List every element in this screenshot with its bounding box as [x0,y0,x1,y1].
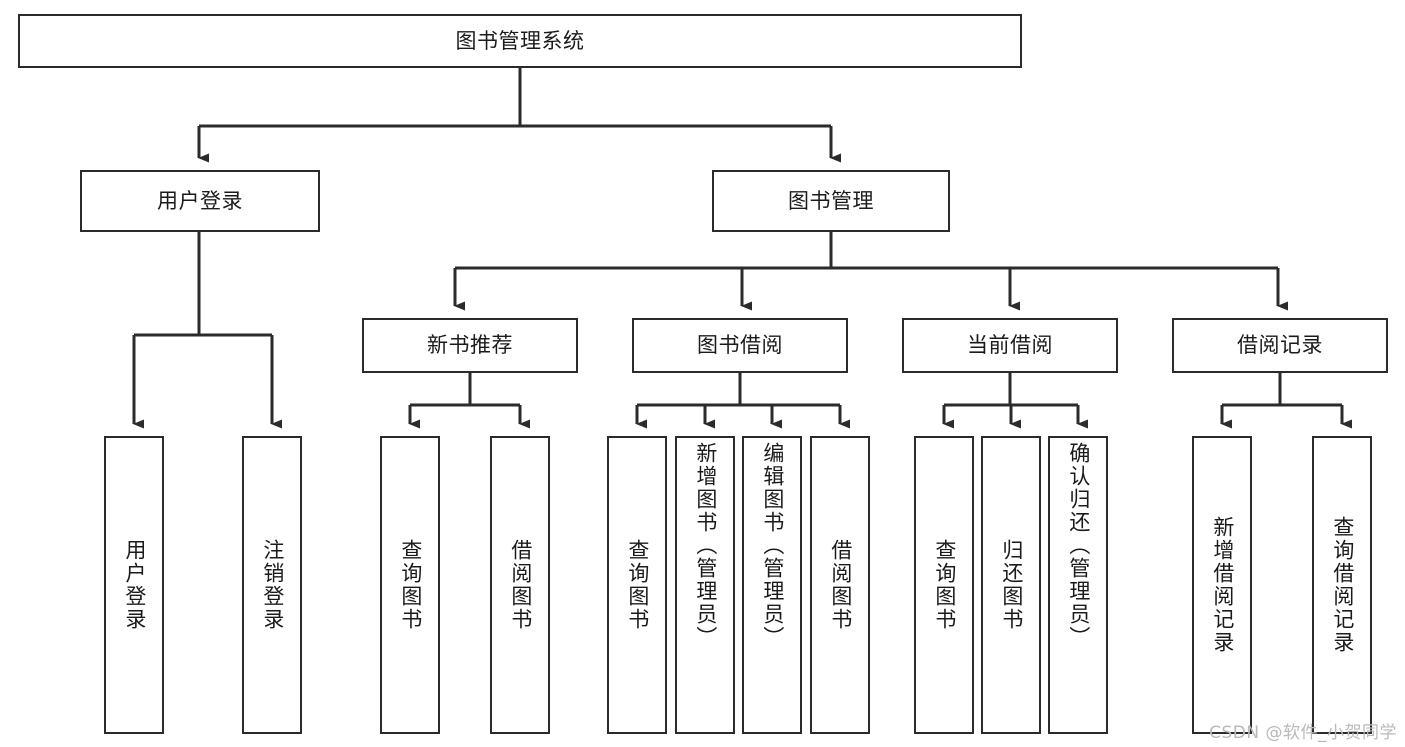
leaf-label: 新增借阅记录 [1210,516,1235,654]
leaf-user-login[interactable]: 用户登录 [104,436,164,734]
node-book-borrow[interactable]: 图书借阅 [632,318,848,373]
leaf-query-book-current[interactable]: 查询图书 [914,436,974,734]
leaf-label: 查询图书 [932,539,957,631]
leaf-label: 查询借阅记录 [1330,516,1355,654]
leaf-label: 归还图书 [999,539,1024,631]
node-borrow-record[interactable]: 借阅记录 [1172,318,1388,373]
leaf-logout-login[interactable]: 注销登录 [242,436,302,734]
leaf-label: 用户登录 [122,539,147,631]
leaf-label: 注销登录 [260,539,285,631]
node-book-manage[interactable]: 图书管理 [712,170,950,232]
leaf-confirm-return-admin[interactable]: 确认归还（管理员） [1048,436,1108,734]
node-current-borrow[interactable]: 当前借阅 [902,318,1118,373]
leaf-label: 新增图书（管理员） [693,442,718,649]
leaf-borrow-book[interactable]: 借阅图书 [810,436,870,734]
csdn-watermark: CSDN @软件_小贺同学 [1209,723,1397,743]
leaf-edit-book-admin[interactable]: 编辑图书（管理员） [742,436,802,734]
node-root-system[interactable]: 图书管理系统 [18,14,1022,68]
leaf-query-book-borrow[interactable]: 查询图书 [607,436,667,734]
node-new-book-recommend[interactable]: 新书推荐 [362,318,578,373]
leaf-query-book-newrec[interactable]: 查询图书 [380,436,440,734]
leaf-query-borrow-record[interactable]: 查询借阅记录 [1312,436,1372,734]
leaf-add-book-admin[interactable]: 新增图书（管理员） [675,436,735,734]
leaf-label: 借阅图书 [828,539,853,631]
leaf-return-book[interactable]: 归还图书 [981,436,1041,734]
leaf-label: 编辑图书（管理员） [760,442,785,649]
leaf-label: 查询图书 [398,539,423,631]
leaf-label: 借阅图书 [508,539,533,631]
leaf-label: 查询图书 [625,539,650,631]
leaf-label: 确认归还（管理员） [1066,442,1091,649]
node-user-login[interactable]: 用户登录 [80,170,320,232]
leaf-borrow-book-newrec[interactable]: 借阅图书 [490,436,550,734]
leaf-add-borrow-record[interactable]: 新增借阅记录 [1192,436,1252,734]
